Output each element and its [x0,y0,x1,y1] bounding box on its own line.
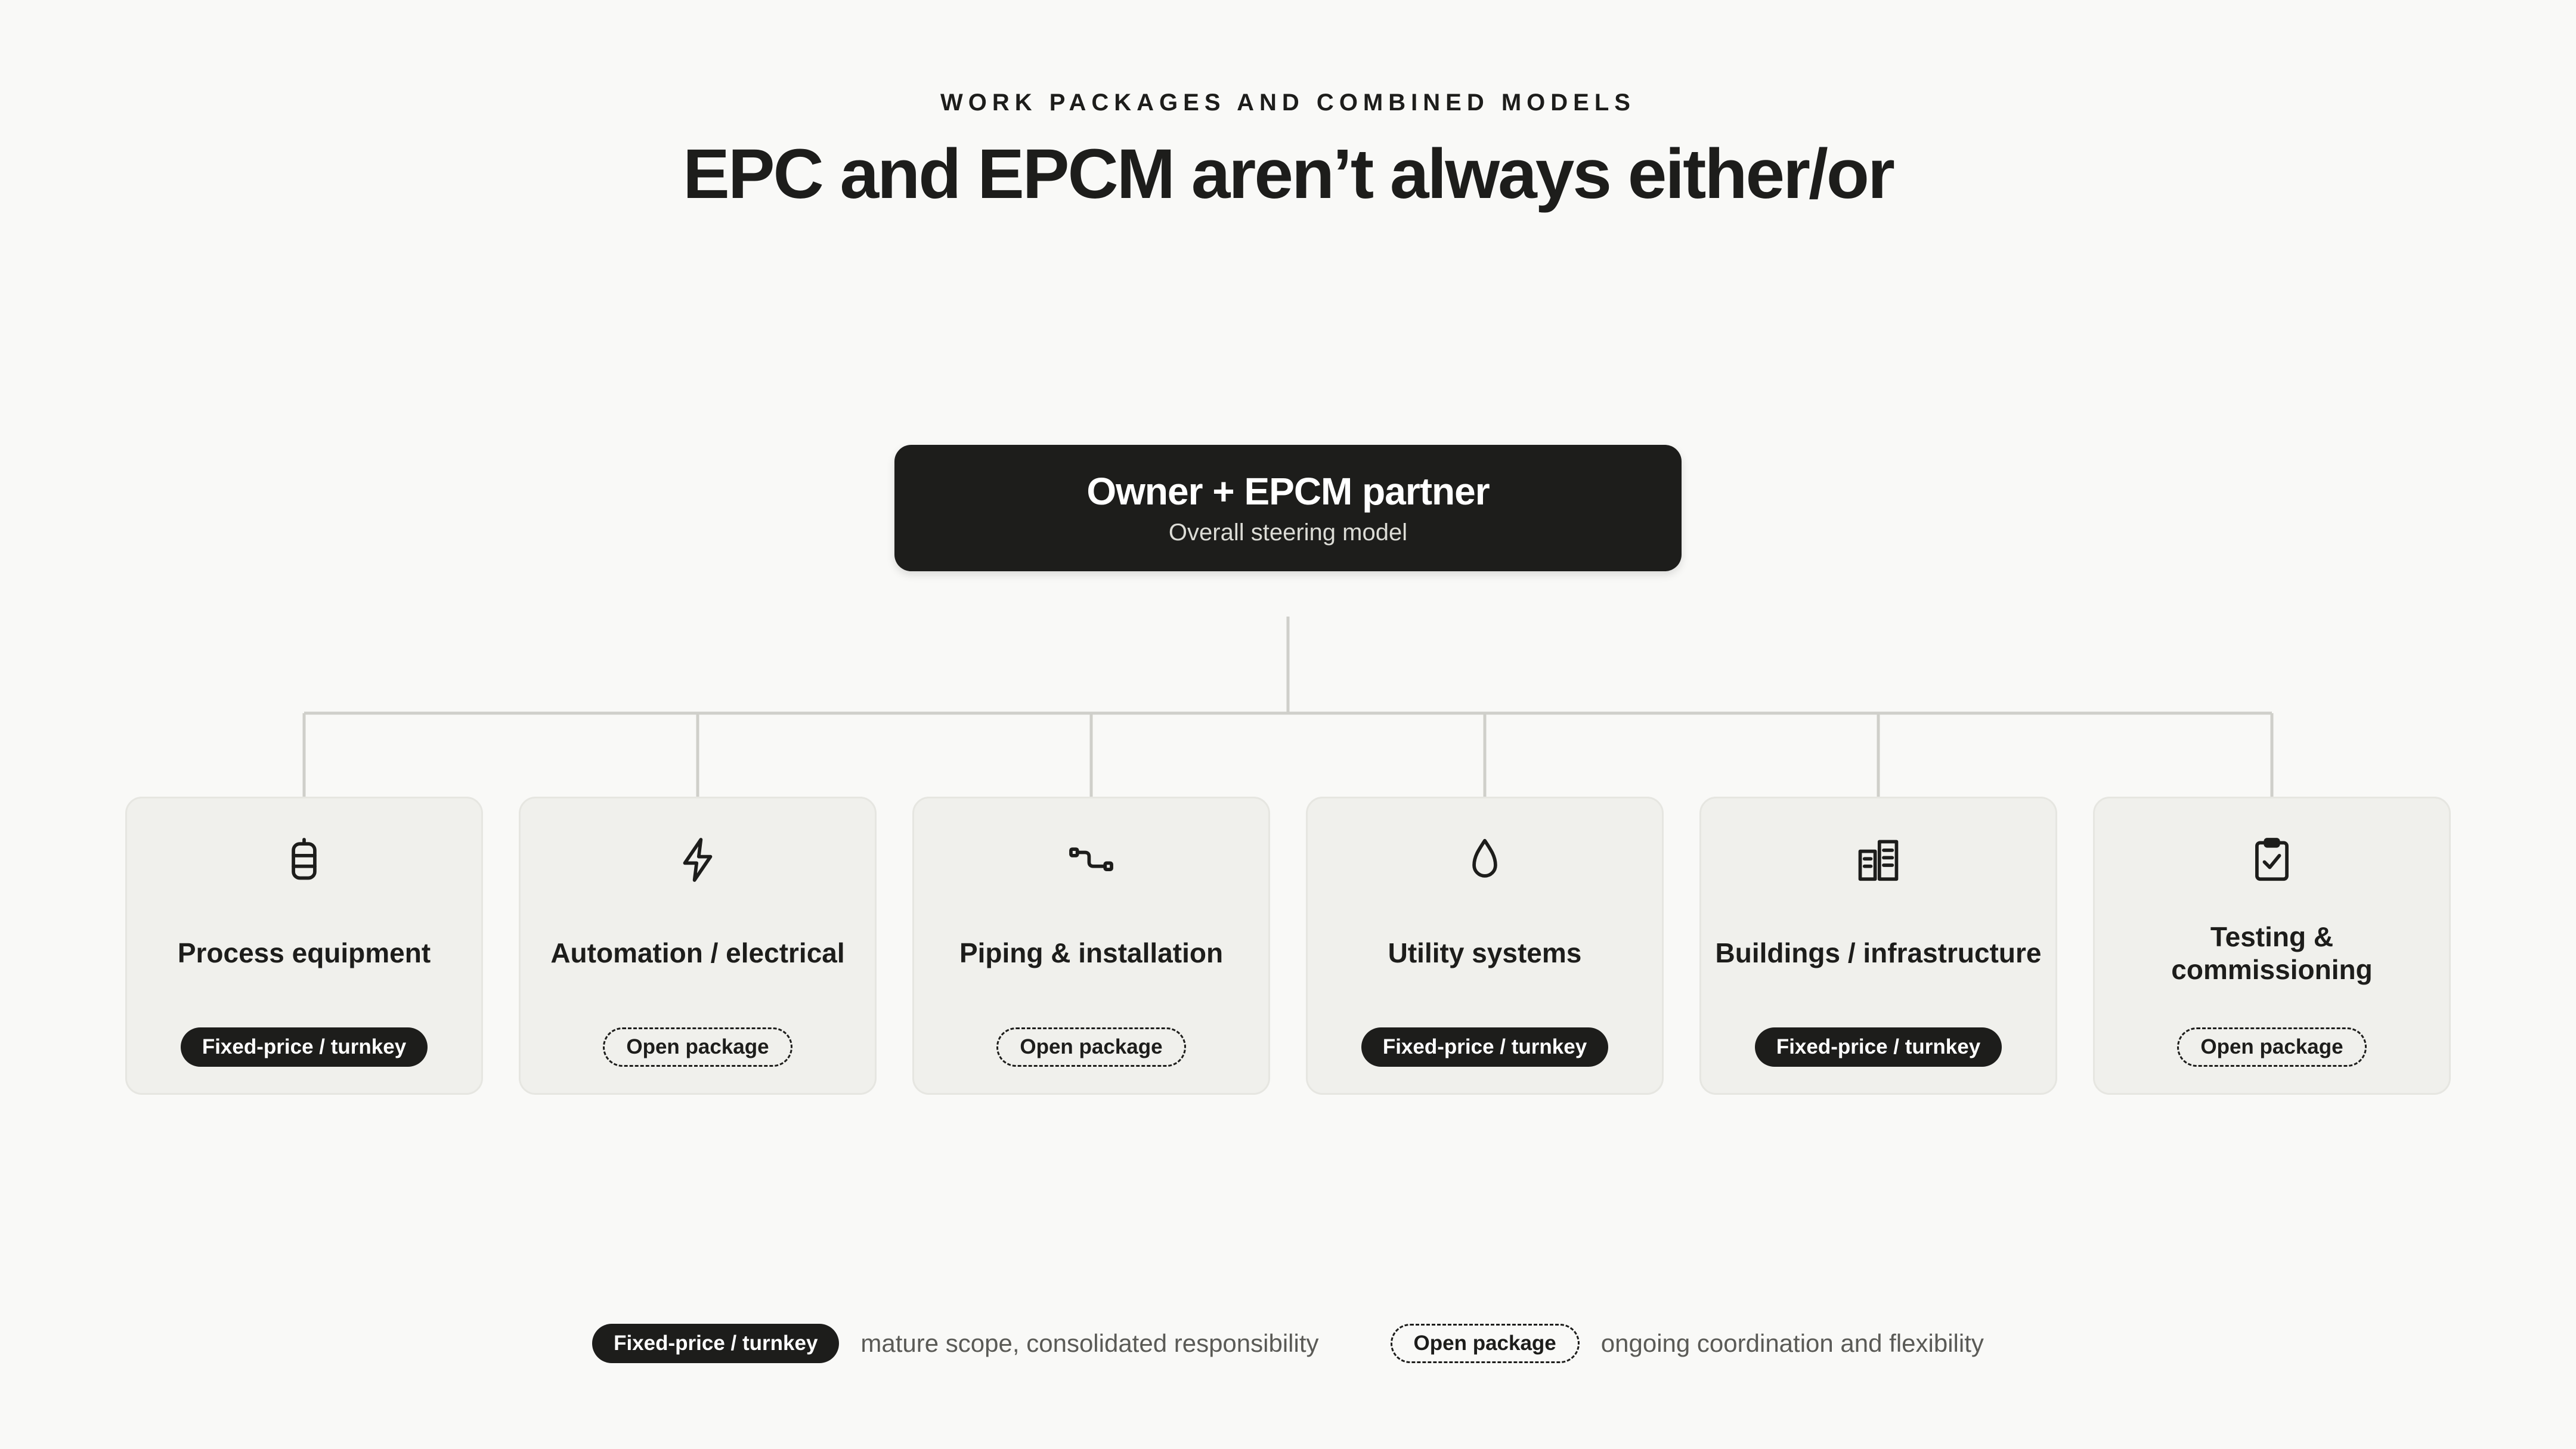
package-card-piping-installation: Piping & installation Open package [912,797,1270,1095]
package-card-utility-systems: Utility systems Fixed-price / turnkey [1306,797,1664,1095]
legend-fixed-price-description: mature scope, consolidated responsibilit… [860,1329,1319,1357]
root-node-title: Owner + EPCM partner [1086,469,1490,513]
tag-fixed-price: Fixed-price / turnkey [180,1027,428,1067]
package-card-testing-commissioning: Testing & commissioning Open package [2093,797,2451,1095]
tag-open-package: Open package [2177,1027,2367,1067]
package-card-label: Buildings / infrastructure [1715,937,2042,969]
package-card-label: Testing & commissioning [2171,921,2373,985]
clipboard-check-icon [2095,834,2449,886]
tag-open-package: Open package [603,1027,792,1067]
root-node-owner-epcm: Owner + EPCM partner Overall steering mo… [894,445,1682,571]
package-card-label: Utility systems [1388,937,1582,969]
package-card-label: Piping & installation [959,937,1224,969]
lightning-icon [521,834,875,886]
tag-open-package: Open package [996,1027,1186,1067]
diagram-eyebrow: WORK PACKAGES AND COMBINED MODELS [940,89,1636,116]
legend-fixed-price-tag: Fixed-price / turnkey [592,1324,840,1363]
legend-open-package-description: ongoing coordination and flexibility [1600,1329,1984,1357]
tank-icon [127,834,481,886]
buildings-icon [1701,834,2055,886]
droplet-icon [1308,834,1662,886]
package-card-automation-electrical: Automation / electrical Open package [519,797,877,1095]
package-card-label: Automation / electrical [550,937,845,969]
diagram-title: EPC and EPCM aren’t always either/or [683,135,1895,213]
package-card-buildings-infrastructure: Buildings / infrastructure Fixed-price /… [1699,797,2057,1095]
tag-fixed-price: Fixed-price / turnkey [1754,1027,2002,1067]
root-node-subtitle: Overall steering model [1168,519,1408,546]
package-card-label: Process equipment [177,937,431,969]
legend: Fixed-price / turnkey mature scope, cons… [0,1324,2576,1363]
pipe-route-icon [914,834,1268,886]
legend-open-package-tag: Open package [1390,1324,1580,1363]
tag-fixed-price: Fixed-price / turnkey [1361,1027,1609,1067]
package-card-process-equipment: Process equipment Fixed-price / turnkey [125,797,483,1095]
